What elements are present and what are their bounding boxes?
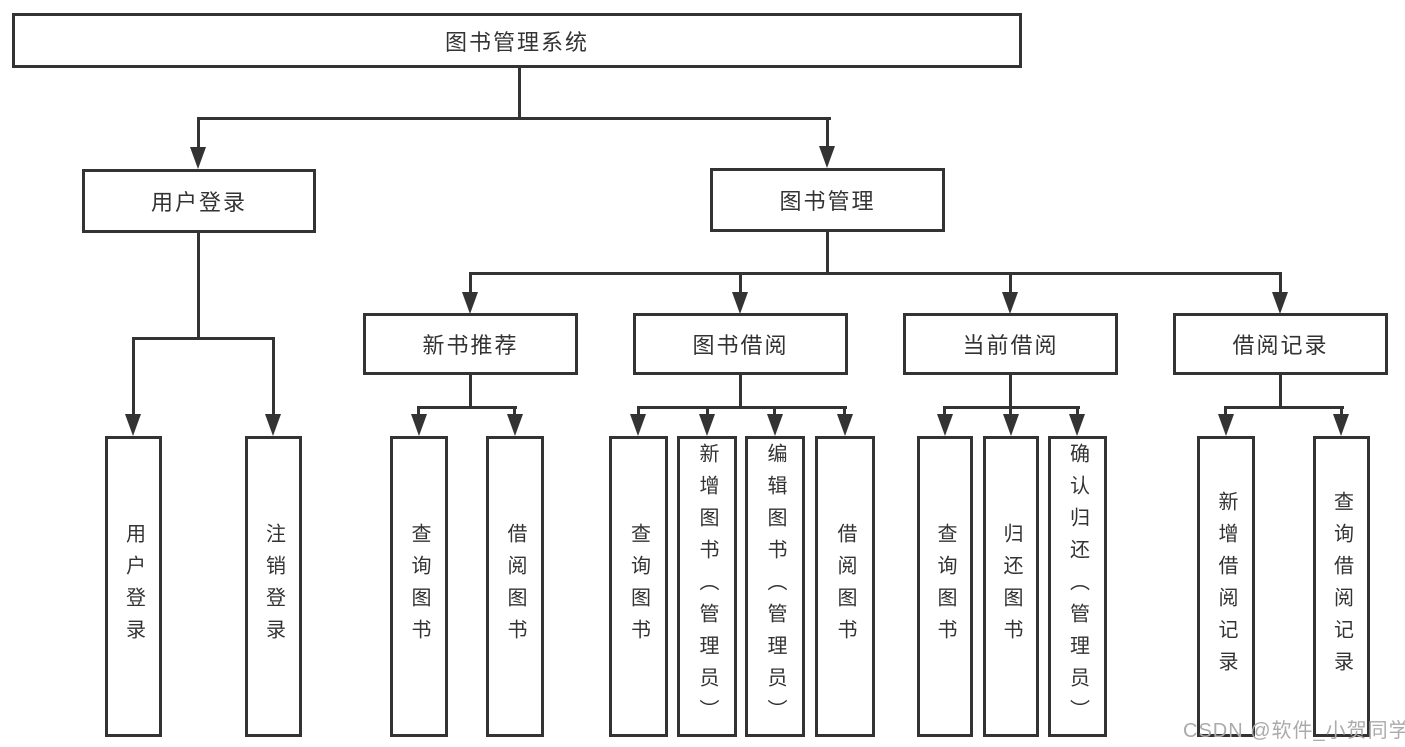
leaf-add-book: 新增图书（管理员） bbox=[677, 436, 737, 737]
leaf-query-borrow-record: 查询借阅记录 bbox=[1313, 436, 1370, 737]
leaf-borrow-book-1-label: 借阅图书 bbox=[504, 522, 526, 651]
arrow-head-icon bbox=[732, 292, 748, 314]
edge-line bbox=[513, 406, 516, 418]
edge-line bbox=[197, 117, 831, 120]
edge-line bbox=[1224, 406, 1344, 409]
edge-line bbox=[739, 272, 742, 295]
arrow-head-icon bbox=[1218, 414, 1234, 436]
leaf-borrow-book-2-label: 借阅图书 bbox=[834, 522, 856, 651]
edge-line bbox=[272, 337, 275, 417]
leaf-query-book-3: 查询图书 bbox=[917, 436, 973, 737]
arrow-head-icon bbox=[1002, 292, 1018, 314]
edge-line bbox=[1279, 375, 1282, 409]
leaf-edit-book-label: 编辑图书（管理员） bbox=[764, 442, 786, 731]
node-borrow-records: 借阅记录 bbox=[1173, 313, 1388, 375]
edge-line bbox=[417, 406, 420, 418]
csdn-watermark: CSDN @软件_小贺同学 bbox=[1183, 720, 1405, 742]
node-current-borrow-label: 当前借阅 bbox=[962, 333, 1059, 358]
leaf-query-book-1: 查询图书 bbox=[390, 436, 448, 737]
node-book-mgmt: 图书管理 bbox=[710, 168, 945, 232]
leaf-query-book-1-label: 查询图书 bbox=[408, 522, 430, 651]
node-borrow-records-label: 借阅记录 bbox=[1232, 333, 1329, 358]
arrow-head-icon bbox=[1003, 414, 1019, 436]
edge-line bbox=[1009, 406, 1012, 418]
edge-line bbox=[1279, 272, 1282, 295]
edge-line bbox=[417, 406, 517, 409]
leaf-confirm-return-label: 确认归还（管理员） bbox=[1066, 442, 1089, 731]
leaf-user-login: 用户登录 bbox=[105, 436, 162, 737]
arrow-head-icon bbox=[630, 414, 646, 436]
arrow-head-icon bbox=[462, 292, 478, 314]
edge-line bbox=[739, 375, 742, 409]
leaf-query-book-3-label: 查询图书 bbox=[934, 522, 956, 651]
node-new-book-rec-label: 新书推荐 bbox=[422, 333, 519, 358]
leaf-confirm-return: 确认归还（管理员） bbox=[1048, 436, 1107, 737]
leaf-query-borrow-record-label: 查询借阅记录 bbox=[1330, 490, 1353, 683]
edge-line bbox=[1009, 272, 1012, 295]
edge-line bbox=[132, 337, 135, 417]
edge-line bbox=[637, 406, 640, 418]
edge-line bbox=[773, 406, 776, 418]
leaf-borrow-book-1: 借阅图书 bbox=[486, 436, 544, 737]
node-book-borrow-label: 图书借阅 bbox=[692, 333, 789, 358]
edge-line bbox=[469, 272, 1282, 275]
node-current-borrow: 当前借阅 bbox=[903, 313, 1118, 375]
arrow-head-icon bbox=[937, 414, 953, 436]
leaf-add-book-label: 新增图书（管理员） bbox=[696, 442, 718, 731]
node-user-login-branch: 用户登录 bbox=[82, 169, 316, 233]
node-new-book-rec: 新书推荐 bbox=[363, 313, 578, 375]
arrow-head-icon bbox=[190, 147, 206, 169]
node-root: 图书管理系统 bbox=[12, 13, 1022, 68]
edge-line bbox=[826, 232, 829, 275]
edge-line bbox=[826, 117, 829, 150]
arrow-head-icon bbox=[125, 414, 141, 436]
edge-line bbox=[637, 406, 847, 409]
leaf-add-borrow-record-label: 新增借阅记录 bbox=[1215, 490, 1237, 683]
leaf-user-login-label: 用户登录 bbox=[122, 522, 145, 651]
edge-line bbox=[132, 337, 275, 340]
node-root-label: 图书管理系统 bbox=[444, 29, 589, 55]
leaf-return-book-label: 归还图书 bbox=[1000, 522, 1022, 651]
arrow-head-icon bbox=[819, 146, 835, 168]
arrow-head-icon bbox=[1333, 414, 1349, 436]
arrow-head-icon bbox=[265, 414, 281, 436]
arrow-head-icon bbox=[411, 414, 427, 436]
arrow-head-icon bbox=[1272, 292, 1288, 314]
edge-line bbox=[706, 406, 709, 418]
leaf-logout: 注销登录 bbox=[245, 436, 302, 737]
arrow-head-icon bbox=[837, 414, 853, 436]
leaf-add-borrow-record: 新增借阅记录 bbox=[1197, 436, 1255, 737]
arrow-head-icon bbox=[1069, 414, 1085, 436]
edge-line bbox=[843, 406, 846, 418]
edge-line bbox=[1009, 375, 1012, 409]
node-book-mgmt-label: 图书管理 bbox=[779, 189, 876, 214]
edge-line bbox=[1224, 406, 1227, 418]
leaf-logout-label: 注销登录 bbox=[262, 522, 285, 651]
edge-line bbox=[197, 117, 200, 151]
edge-line bbox=[518, 68, 521, 120]
edge-line bbox=[1076, 406, 1079, 418]
arrow-head-icon bbox=[699, 414, 715, 436]
leaf-edit-book: 编辑图书（管理员） bbox=[745, 436, 805, 737]
node-book-borrow: 图书借阅 bbox=[633, 313, 848, 375]
leaf-query-book-2: 查询图书 bbox=[609, 436, 668, 737]
arrow-head-icon bbox=[767, 414, 783, 436]
edge-line bbox=[197, 233, 200, 340]
edge-line bbox=[469, 272, 472, 295]
leaf-query-book-2-label: 查询图书 bbox=[627, 522, 650, 651]
arrow-head-icon bbox=[507, 414, 523, 436]
leaf-borrow-book-2: 借阅图书 bbox=[815, 436, 875, 737]
edge-line bbox=[469, 375, 472, 409]
node-user-login-branch-label: 用户登录 bbox=[150, 190, 247, 215]
edge-line bbox=[1340, 406, 1343, 418]
leaf-return-book: 归还图书 bbox=[983, 436, 1039, 737]
edge-line bbox=[943, 406, 946, 418]
